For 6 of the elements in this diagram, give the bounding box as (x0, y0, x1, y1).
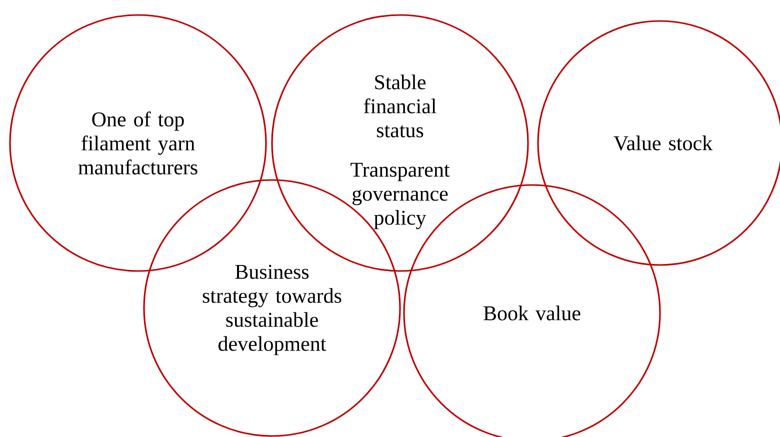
circle-text: Stable financial status (364, 74, 436, 138)
circle-text: Value stock (614, 136, 713, 150)
circle-text: Transparent governance policy (350, 162, 450, 230)
circle-text: One of top filament yarn manufacturers (78, 112, 198, 174)
circle-text: Book value (484, 306, 580, 320)
circle-text: Business strategy towards sustainable development (202, 264, 342, 356)
